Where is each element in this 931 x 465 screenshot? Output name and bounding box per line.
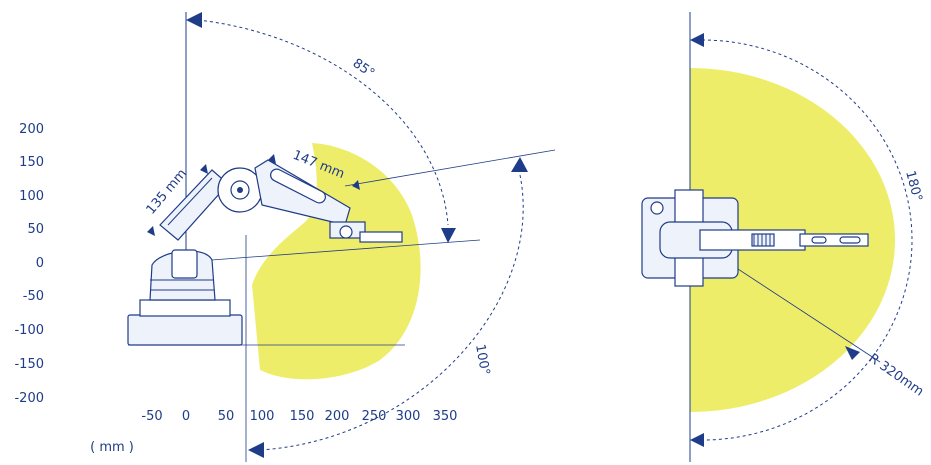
dim-arrow-135 (200, 164, 208, 174)
y-tick-150: 150 (19, 155, 44, 170)
x-tick-0: 0 (182, 409, 190, 424)
radius-line (711, 251, 881, 363)
y-tick-50: 50 (27, 222, 44, 237)
x-tick-300: 300 (396, 409, 421, 424)
arc-180 (701, 39, 913, 441)
side-workspace-area (252, 143, 421, 380)
arrow-100-start (511, 157, 528, 172)
dim-arrow-135b (147, 226, 155, 236)
angle-100-label: 100° (472, 343, 492, 376)
x-tick-100: 100 (250, 409, 275, 424)
y-tick-neg200: -200 (14, 391, 44, 406)
dim-arrow-147b (352, 180, 360, 190)
units-label: ( mm ) (90, 440, 134, 455)
reach-line-lower (184, 239, 481, 263)
x-tick-150: 150 (290, 409, 315, 424)
x-tick-250: 250 (362, 409, 387, 424)
arc-85 (197, 19, 449, 226)
x-tick-neg50: -50 (141, 409, 162, 424)
y-tick-neg150: -150 (14, 357, 44, 372)
arrow-100-end (248, 442, 264, 458)
arrow-85-end (441, 228, 456, 243)
y-tick-200: 200 (19, 122, 44, 137)
dim-arrow-147 (268, 154, 276, 164)
x-tick-50: 50 (218, 409, 235, 424)
y-tick-neg100: -100 (14, 323, 44, 338)
radius-label: R 320mm (866, 351, 926, 400)
arrow-180-end (690, 433, 704, 447)
angle-180-label: 180° (902, 169, 925, 203)
angle-85-label: 85° (350, 56, 377, 82)
y-tick-100: 100 (19, 189, 44, 204)
x-tick-350: 350 (433, 409, 458, 424)
robot-side-view (127, 159, 403, 346)
reach-line-upper (344, 149, 556, 187)
arrow-180-start (690, 33, 704, 47)
robot-top-view (641, 189, 869, 287)
arrow-85-start (186, 12, 202, 28)
x-tick-200: 200 (325, 409, 350, 424)
y-tick-neg50: -50 (23, 289, 44, 304)
radius-arrow (845, 346, 860, 360)
y-tick-0: 0 (36, 256, 44, 271)
